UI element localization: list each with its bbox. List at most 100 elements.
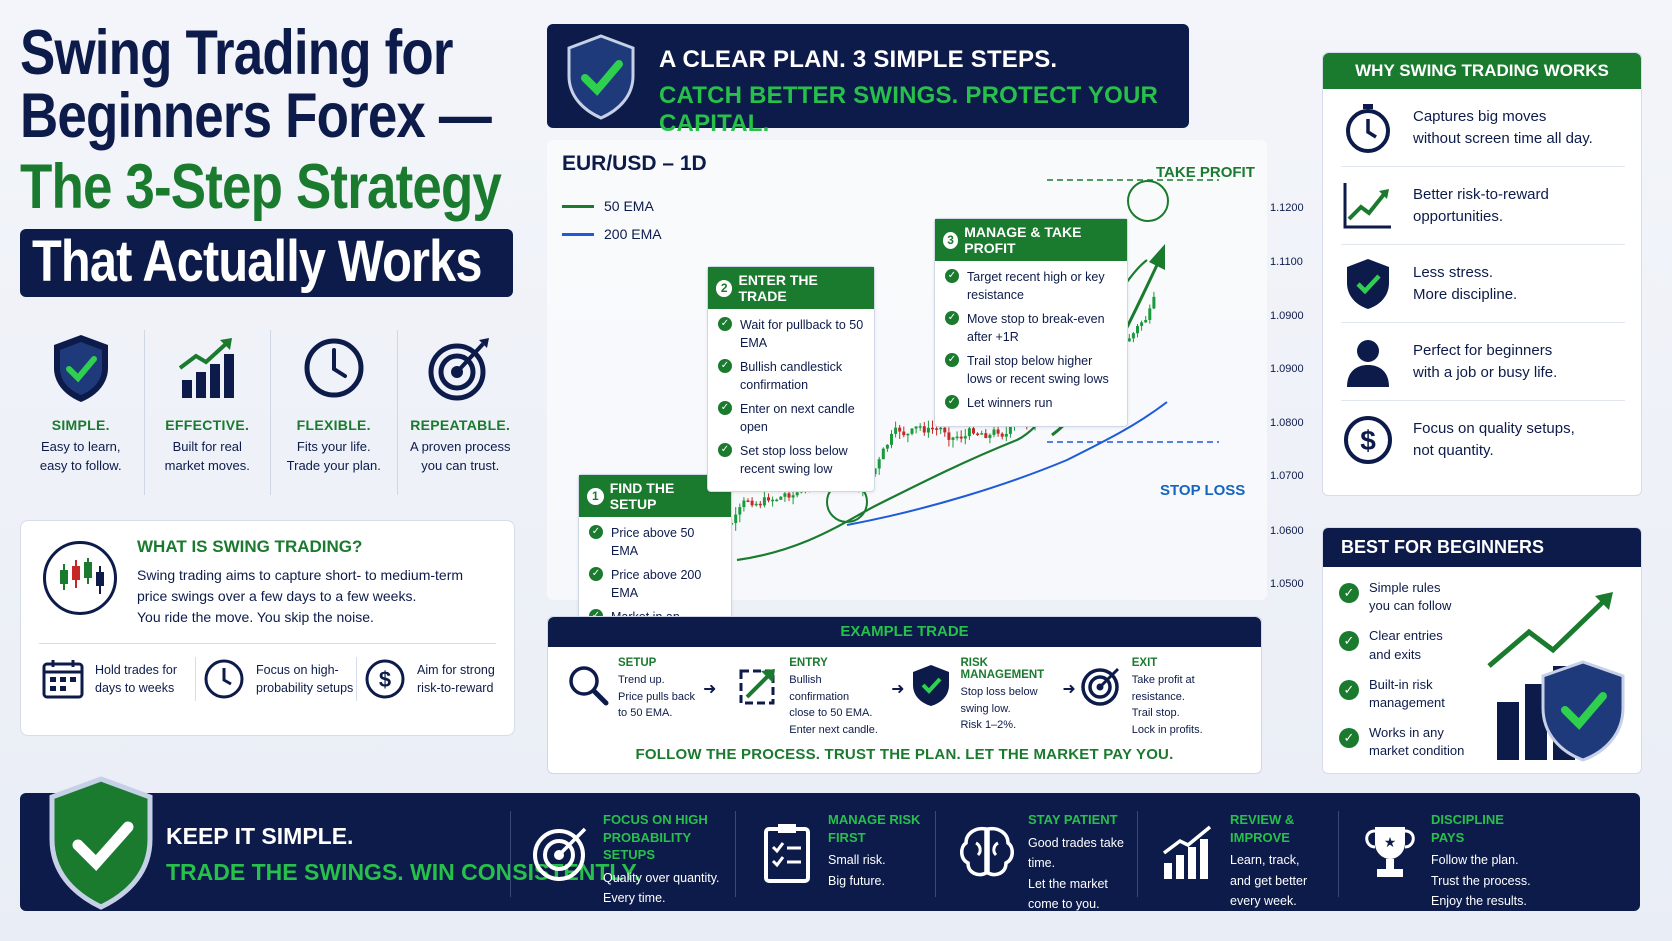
top-banner: A CLEAR PLAN. 3 SIMPLE STEPS. CATCH BETT… bbox=[547, 24, 1189, 137]
candle-body bbox=[885, 444, 889, 449]
candle-body bbox=[967, 428, 971, 437]
divider bbox=[39, 643, 496, 644]
candle-body bbox=[877, 459, 881, 469]
bottom-block-patient: STAY PATIENT Good trades take time.Let t… bbox=[935, 811, 1145, 911]
target-icon bbox=[428, 338, 490, 401]
candle-body bbox=[972, 428, 975, 434]
candle-body bbox=[767, 497, 770, 501]
feature-row: SIMPLE. Easy to learn,easy to follow. EF… bbox=[18, 330, 523, 495]
what-text: Swing trading aims to capture short- to … bbox=[137, 567, 464, 625]
candle-body bbox=[738, 507, 742, 515]
what-heading: WHAT IS SWING TRADING? bbox=[137, 537, 363, 556]
candle-body bbox=[951, 437, 955, 440]
calendar-icon bbox=[42, 660, 84, 699]
shield-check-icon bbox=[567, 34, 635, 120]
candle-body bbox=[890, 433, 893, 445]
candle-body bbox=[746, 500, 750, 503]
feature-heading: EFFECTIVE. bbox=[165, 417, 250, 433]
growth-chart-icon bbox=[1343, 182, 1391, 228]
bottom-banner: KEEP IT SIMPLE. TRADE THE SWINGS. WIN CO… bbox=[20, 776, 1640, 911]
candle-body bbox=[750, 500, 754, 506]
example-trade-panel: EXAMPLE TRADE SETUP Trend up.Price pulls… bbox=[547, 616, 1262, 774]
feature-heading: FLEXIBLE. bbox=[296, 417, 371, 433]
feature-flexible: FLEXIBLE. Fits your life.Trade your plan… bbox=[271, 330, 398, 495]
bottom-block-risk: MANAGE RISK FIRST Small risk.Big future. bbox=[735, 811, 935, 897]
bottom-block-discipline: ★ DISCIPLINE PAYS Follow the plan.Trust … bbox=[1338, 811, 1538, 908]
candlestick-icon bbox=[43, 541, 117, 615]
candle-body bbox=[943, 427, 947, 433]
take-profit-label: TAKE PROFIT bbox=[1156, 164, 1255, 181]
dollar-icon: $ bbox=[1344, 416, 1392, 464]
entry-arrow-icon bbox=[739, 669, 776, 705]
candle-body bbox=[939, 427, 943, 430]
candle-body bbox=[1144, 319, 1148, 323]
dollar-icon: $ bbox=[365, 659, 405, 699]
price-tick: 1.0700 bbox=[1270, 470, 1304, 482]
clipboard-icon bbox=[764, 824, 810, 883]
what-is-swing-trading-panel: WHAT IS SWING TRADING? Swing trading aim… bbox=[20, 520, 515, 736]
chart-legend: 50 EMA 200 EMA bbox=[562, 192, 662, 248]
candle-body bbox=[1000, 433, 1004, 437]
shield-check-icon bbox=[912, 665, 949, 706]
step-item: Set stop loss below recent swing low bbox=[718, 443, 864, 478]
legend-50-ema: 50 EMA bbox=[562, 192, 662, 220]
candle-body bbox=[787, 493, 791, 498]
candle-body bbox=[980, 433, 984, 435]
candle-body bbox=[910, 428, 914, 434]
svg-text:$: $ bbox=[379, 667, 391, 692]
bottom-block-review: REVIEW & IMPROVE Learn, track,and get be… bbox=[1137, 811, 1337, 908]
step-item: Price above 50 EMA bbox=[589, 525, 721, 560]
banner-line-2: CATCH BETTER SWINGS. PROTECT YOUR CAPITA… bbox=[659, 82, 1159, 137]
step-item: Target recent high or key resistance bbox=[945, 269, 1117, 304]
stop-loss-label: STOP LOSS bbox=[1160, 482, 1246, 499]
candle-body bbox=[754, 503, 758, 506]
candle-body bbox=[959, 436, 963, 439]
candle-body bbox=[1127, 338, 1131, 342]
arrow-right-icon: ➜ bbox=[1062, 681, 1076, 698]
clock-icon bbox=[304, 338, 364, 398]
arrow-right-icon: ➜ bbox=[891, 681, 905, 698]
candle-body bbox=[762, 497, 766, 506]
exit-circle bbox=[1127, 180, 1169, 222]
growth-chart-icon bbox=[1162, 825, 1212, 879]
step-item: Bullish candlestick confirmation bbox=[718, 359, 864, 394]
svg-text:$: $ bbox=[1360, 425, 1376, 456]
bottom-line-1: KEEP IT SIMPLE. bbox=[166, 823, 354, 849]
candle-body bbox=[894, 427, 898, 434]
why-heading: WHY SWING TRADING WORKS bbox=[1323, 53, 1641, 89]
candle-body bbox=[1152, 296, 1156, 309]
magnifier-icon bbox=[569, 666, 609, 706]
candle-body bbox=[992, 429, 996, 435]
candle-body bbox=[918, 426, 922, 428]
price-tick: 1.0600 bbox=[1270, 525, 1304, 537]
feature-heading: SIMPLE. bbox=[51, 417, 110, 433]
target-icon bbox=[533, 827, 587, 881]
price-tick: 1.0900 bbox=[1270, 310, 1304, 322]
why-swing-trading-panel: WHY SWING TRADING WORKS Captures big mov… bbox=[1322, 52, 1642, 496]
candle-body bbox=[791, 495, 795, 498]
feature-desc: Easy to learn,easy to follow. bbox=[39, 439, 122, 473]
ema-200-line bbox=[846, 401, 1168, 526]
candle-body bbox=[771, 499, 775, 502]
candle-body bbox=[935, 428, 939, 430]
title-line-4-badge: That Actually Works bbox=[20, 229, 514, 297]
